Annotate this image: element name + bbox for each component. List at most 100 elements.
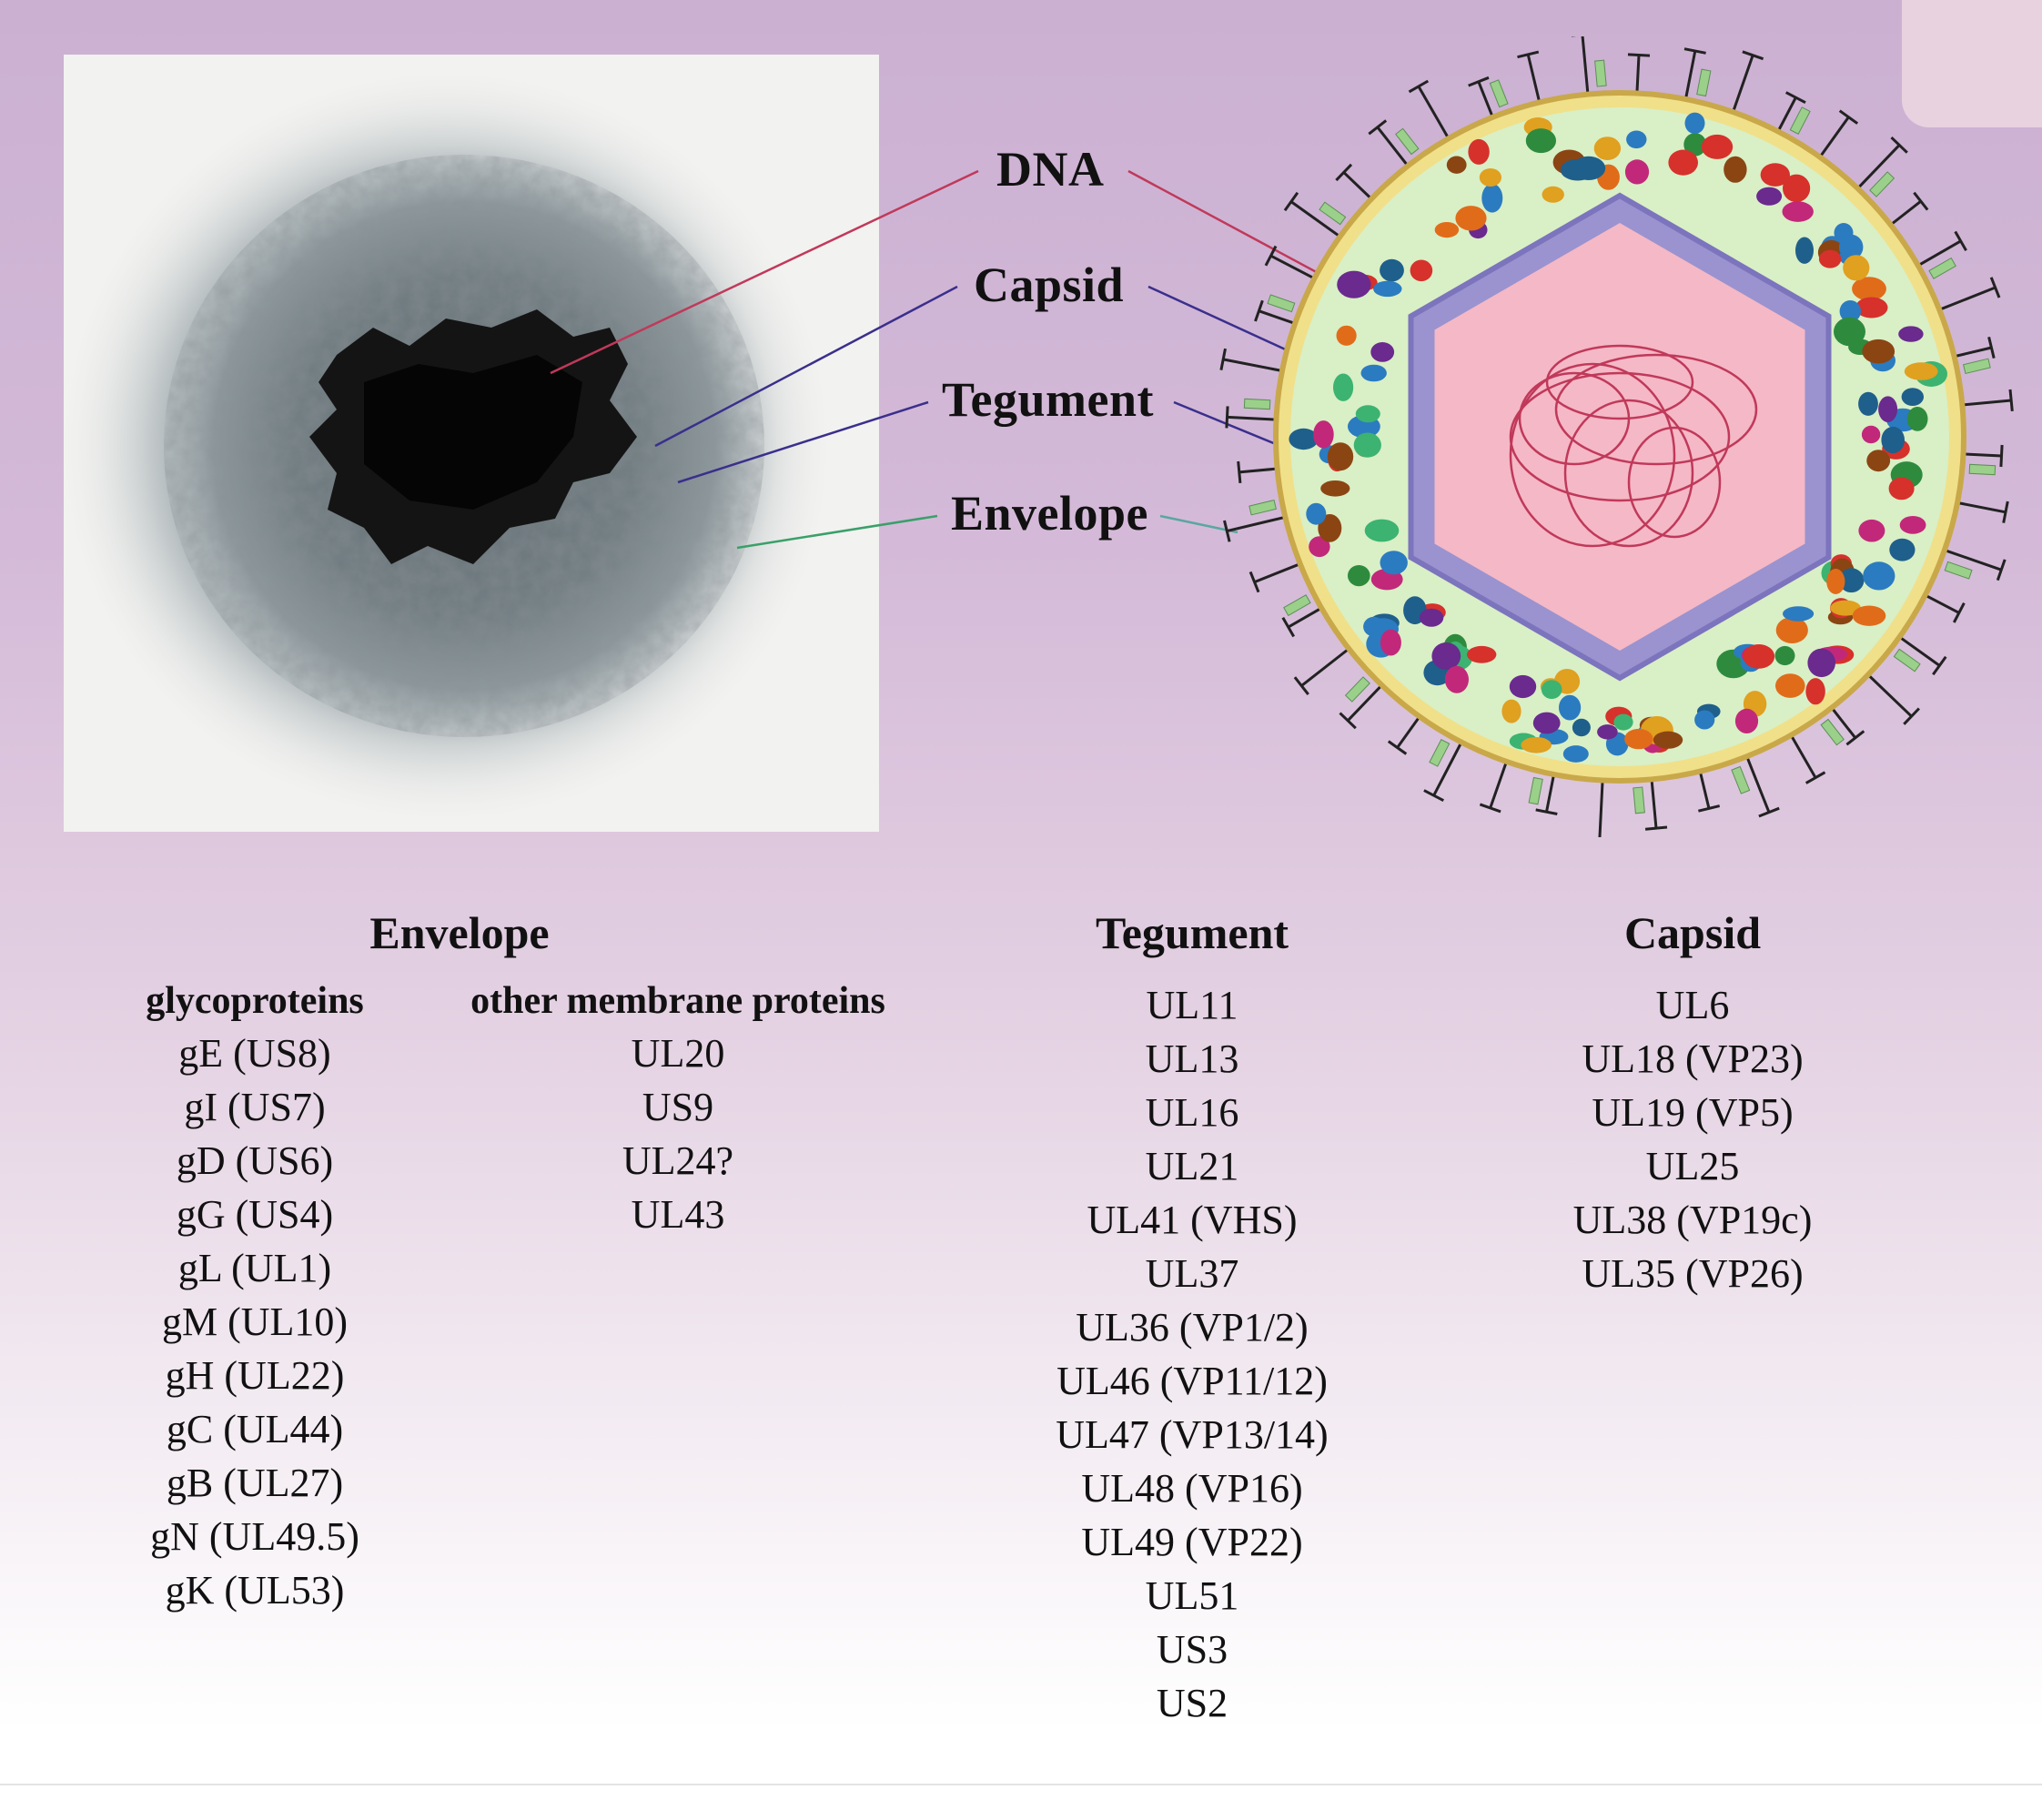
tegument-protein-blob [1878, 396, 1898, 423]
tegument-protein-blob [1881, 426, 1905, 454]
capsid-label: Capsid [974, 258, 1125, 312]
tegument-protein-blob [1479, 168, 1501, 187]
glycoprotein-spike [1731, 749, 1780, 818]
capsid-protein-item: UL38 (VP19c) [1572, 1198, 1813, 1242]
tegument-protein-blob [1852, 277, 1886, 301]
tegument-proteins [1289, 112, 1947, 763]
tegument-protein-blob [1509, 674, 1537, 699]
glycoprotein-item: gH (UL22) [165, 1353, 345, 1398]
tegument-protein-blob [1653, 731, 1683, 749]
glycoprotein-spike [1773, 91, 1811, 139]
tegument-protein-blob [1683, 133, 1707, 157]
tegument-protein-blob [1888, 477, 1915, 500]
tegument-protein-blob [1306, 502, 1327, 525]
tegument-protein-blob [1532, 712, 1561, 734]
tegument-protein-blob [1904, 362, 1938, 380]
tegument-protein-blob [1313, 420, 1334, 449]
tegument-protein-blob [1525, 128, 1556, 154]
tegument-protein-blob [1560, 158, 1595, 181]
glycoprotein-spike [1946, 336, 1996, 375]
glycoprotein-item: gD (US6) [176, 1138, 334, 1183]
tegument-protein-blob [1906, 407, 1928, 431]
dna-loop [1545, 344, 1694, 420]
tegument-protein-blob [1468, 138, 1490, 165]
tegument-protein-blob [1855, 297, 1888, 318]
tegument-protein-blob [1834, 317, 1865, 347]
tegument-protein-blob [1481, 183, 1503, 213]
glycoprotein-spike [1893, 632, 1947, 676]
capsid-protein-item: UL18 (VP23) [1582, 1036, 1804, 1081]
dna-loop [1554, 353, 1758, 466]
glycoprotein-spike [1408, 79, 1454, 146]
tegument-protein-blob [1370, 342, 1395, 362]
tegument-protein-item: US3 [1156, 1627, 1228, 1672]
dna-genome [1509, 344, 1758, 548]
tegument-protein-blob [1360, 364, 1387, 382]
glycoprotein-spike [1936, 546, 2007, 581]
glycoprotein-spike [1851, 136, 1908, 197]
tegument-protein-blob [1521, 737, 1552, 753]
tegument-protein-blob [1348, 565, 1370, 587]
tegument-protein-blob [1380, 629, 1401, 656]
glycoprotein-spike [1293, 642, 1356, 696]
tegument-protein-blob [1783, 174, 1811, 203]
glycoprotein-spike [1283, 191, 1347, 242]
tegument-protein-blob [1899, 516, 1926, 534]
tegument-protein-blob [1760, 163, 1790, 187]
capsid-protein-item: UL6 [1655, 983, 1730, 1027]
tegument-protein-blob [1572, 718, 1591, 737]
tegument-protein-blob [1866, 450, 1891, 472]
tegument-protein-blob [1724, 156, 1747, 183]
tegument-protein-blob [1898, 326, 1924, 342]
tegument-protein-blob [1593, 136, 1622, 160]
glycoprotein-item: gG (US4) [176, 1192, 334, 1237]
tegument-protein-blob [1901, 388, 1924, 406]
capsid-core [1434, 223, 1805, 651]
tegument-protein-blob [1839, 234, 1864, 260]
tegument-protein-blob [1380, 551, 1408, 575]
tegument-protein-blob [1694, 710, 1715, 730]
tegument-protein-blob [1858, 391, 1878, 416]
tegument-protein-blob [1501, 699, 1521, 723]
tegument-protein-blob [1626, 130, 1647, 149]
tegument-protein-blob [1542, 186, 1564, 203]
capsid-protein-item: UL19 (VP5) [1592, 1090, 1794, 1135]
tegument-protein-blob [1337, 270, 1371, 298]
tegument-protein-blob [1309, 536, 1330, 558]
tegument-protein-blob [1774, 645, 1795, 666]
tegument-protein-blob [1597, 724, 1618, 740]
dna-loop [1509, 362, 1676, 548]
electron-micrograph [64, 55, 879, 832]
tegument-protein-item: UL41 (VHS) [1087, 1198, 1298, 1242]
capsid-heading: Capsid [1623, 907, 1762, 958]
tegument-protein-blob [1756, 187, 1783, 206]
membrane-protein-item: UL24? [622, 1138, 734, 1183]
virion-schematic [1219, 32, 2020, 843]
tegument-protein-blob [1775, 617, 1808, 643]
tegument-protein-blob [1336, 325, 1357, 346]
tegument-protein-blob [1455, 206, 1487, 231]
tegument-protein-blob [1830, 600, 1861, 616]
tegument-protein-blob [1734, 708, 1759, 734]
tegument-protein-item: UL51 [1145, 1573, 1239, 1618]
tegument-protein-blob [1333, 373, 1354, 401]
glycoprotein-item: gB (UL27) [166, 1461, 344, 1505]
tegument-protein-blob [1419, 608, 1444, 627]
tegument-protein-blob [1889, 538, 1916, 561]
tegument-protein-blob [1410, 259, 1433, 282]
tegument-protein-item: UL47 (VP13/14) [1056, 1412, 1329, 1457]
dna-loop [1563, 399, 1694, 548]
tegument-protein-blob [1320, 480, 1350, 497]
tegument-protein-blob [1775, 673, 1805, 698]
glycoprotein-item: gE (US8) [178, 1031, 331, 1076]
glycoprotein-item: gC (UL44) [166, 1407, 344, 1451]
tegument-protein-blob [1467, 645, 1497, 663]
tegument-protein-blob [1858, 519, 1885, 542]
tegument-protein-blob [1353, 432, 1381, 458]
dna-loop [1627, 426, 1722, 539]
tegument-protein-blob [1839, 300, 1861, 323]
tegument-protein-blob [1624, 728, 1653, 750]
